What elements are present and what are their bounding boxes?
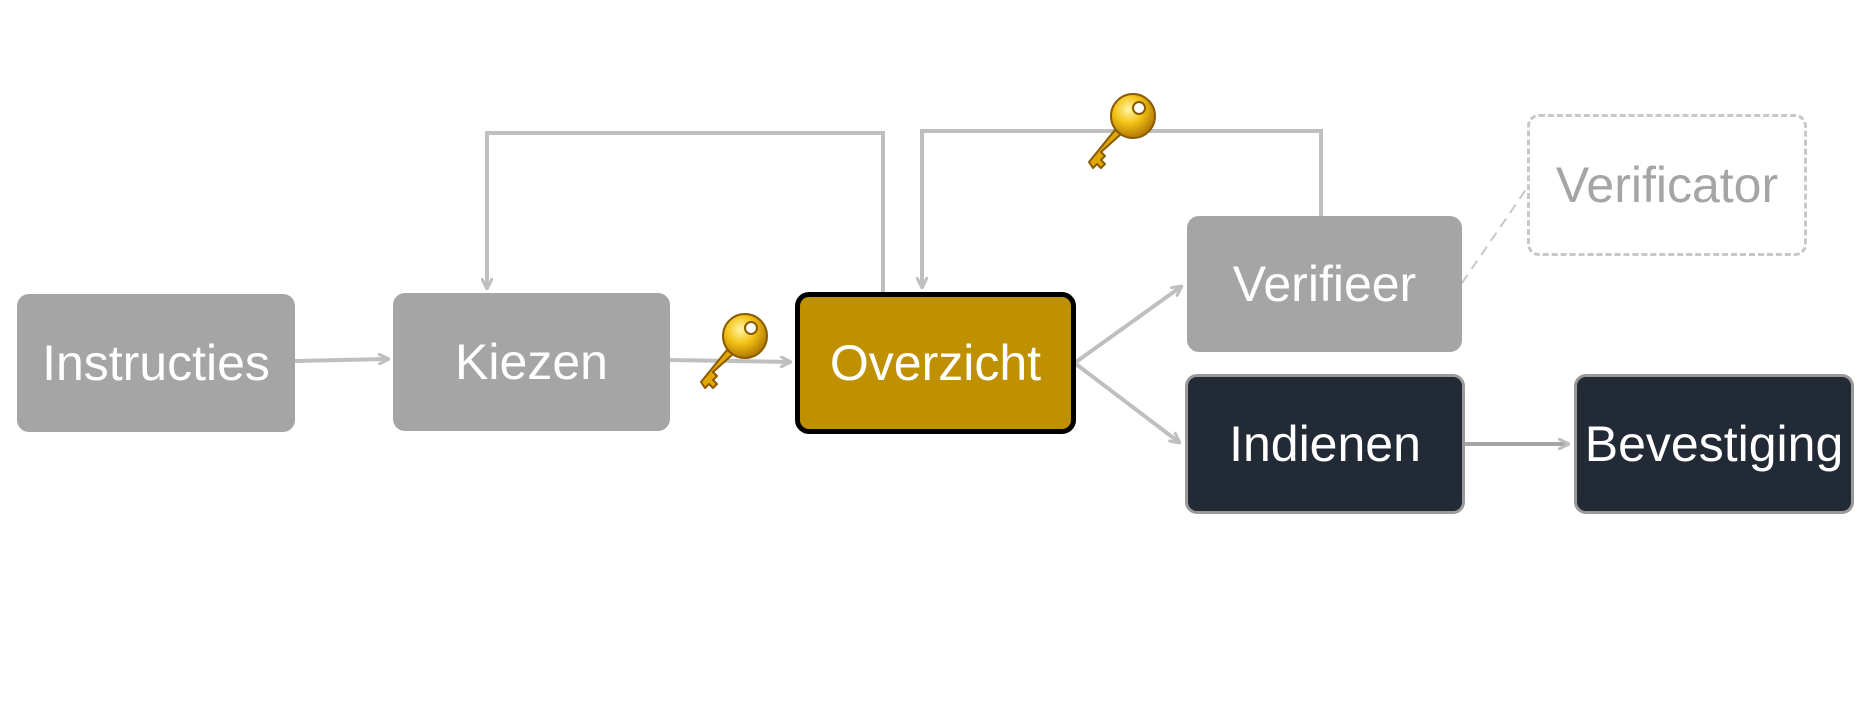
step-verificator: Verificator <box>1527 114 1807 256</box>
key-icon <box>700 313 768 389</box>
step-instructies-label: Instructies <box>42 335 270 391</box>
arrow-overzicht-to-verifieer <box>1074 284 1182 364</box>
key-icon <box>1088 93 1156 169</box>
step-verifieer: Verifieer <box>1187 216 1462 352</box>
step-bevestiging: Bevestiging <box>1574 374 1854 514</box>
step-verifieer-label: Verifieer <box>1232 256 1417 312</box>
step-overzicht: Overzicht <box>795 292 1076 434</box>
arrow-overzicht-to-indienen <box>1074 362 1180 445</box>
step-instructies: Instructies <box>17 294 295 432</box>
step-kiezen: Kiezen <box>393 293 670 431</box>
link-verifieer-verificator <box>1461 187 1528 284</box>
arrow-kiezen-to-overzicht <box>669 360 791 362</box>
step-indienen-label: Indienen <box>1229 416 1421 472</box>
arrow-overzicht-back-to-kiezen <box>487 131 885 292</box>
step-kiezen-label: Kiezen <box>455 334 608 390</box>
step-overzicht-label: Overzicht <box>829 335 1042 391</box>
step-verificator-label: Verificator <box>1555 157 1779 213</box>
step-bevestiging-label: Bevestiging <box>1584 416 1844 472</box>
step-indienen: Indienen <box>1185 374 1465 514</box>
arrow-instructies-to-kiezen <box>294 359 389 361</box>
